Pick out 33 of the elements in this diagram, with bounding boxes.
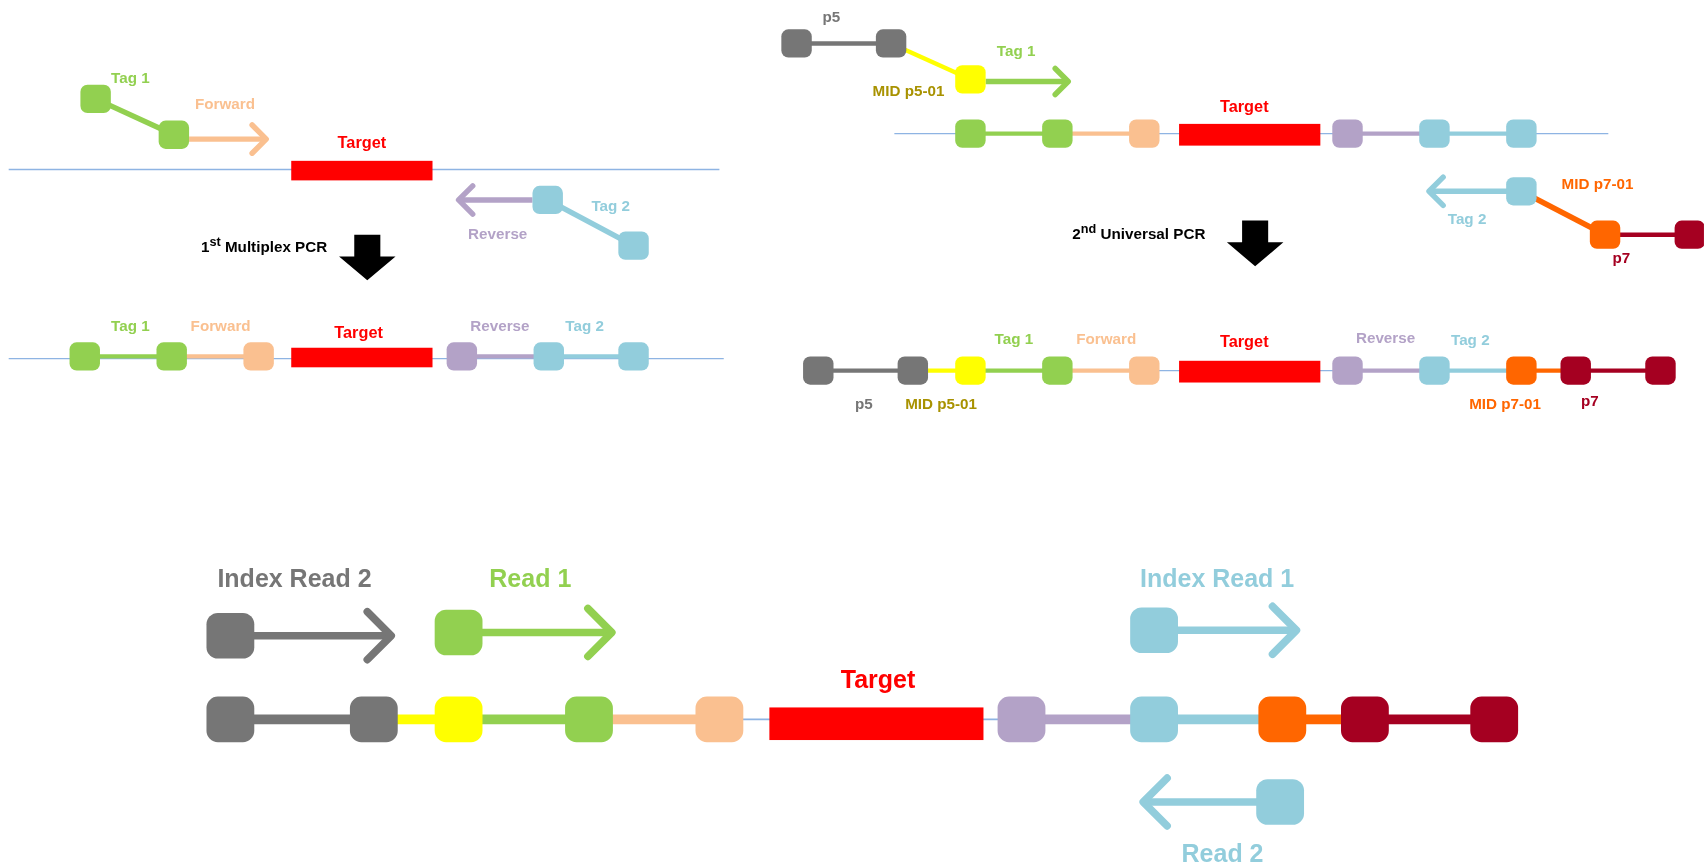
segment-label: MID p5-01 <box>905 395 977 413</box>
segment-label: Tag 1 <box>994 330 1034 348</box>
segment-label: Reverse <box>1355 329 1416 347</box>
segment-label: Forward <box>1076 330 1137 348</box>
read-label: Index Read 2 <box>217 565 372 593</box>
read-label: Index Read 1 <box>1140 565 1295 593</box>
step-label: 2$^{nd}$ Universal PCR <box>1072 222 1206 243</box>
segment-label: p7 <box>1612 250 1631 267</box>
segment-label: MID p7-01 <box>1469 395 1541 413</box>
segment-label: MID p7-01 <box>1561 176 1634 194</box>
target-label: Target <box>337 133 387 152</box>
target-label: Target <box>334 323 383 342</box>
segment-label: Tag 1 <box>111 69 150 87</box>
segment-label: p5 <box>855 395 873 413</box>
segment-label: Tag 2 <box>1451 331 1490 349</box>
read-label: Read 2 <box>1181 840 1264 868</box>
target-label: Target <box>1219 333 1269 352</box>
segment-label: p5 <box>822 9 841 26</box>
segment-label: Reverse <box>468 226 528 244</box>
segment-label: Tag 2 <box>1447 211 1487 228</box>
target-label: Target <box>1219 97 1269 116</box>
segment-label: Tag 2 <box>591 198 631 215</box>
segment-label: Forward <box>190 317 251 335</box>
segment-label: Tag 2 <box>565 317 604 335</box>
segment-label: Tag 1 <box>111 317 150 335</box>
segment-label: Reverse <box>470 317 530 335</box>
segment-label: Tag 1 <box>996 42 1036 60</box>
target-label: Target <box>840 666 916 694</box>
segment-label: Forward <box>194 95 255 113</box>
read-label: Read 1 <box>489 565 572 593</box>
step-label: 1$^{st}$ Multiplex PCR <box>200 235 328 256</box>
segment-label: MID p5-01 <box>872 82 945 100</box>
segment-label: p7 <box>1580 392 1599 410</box>
